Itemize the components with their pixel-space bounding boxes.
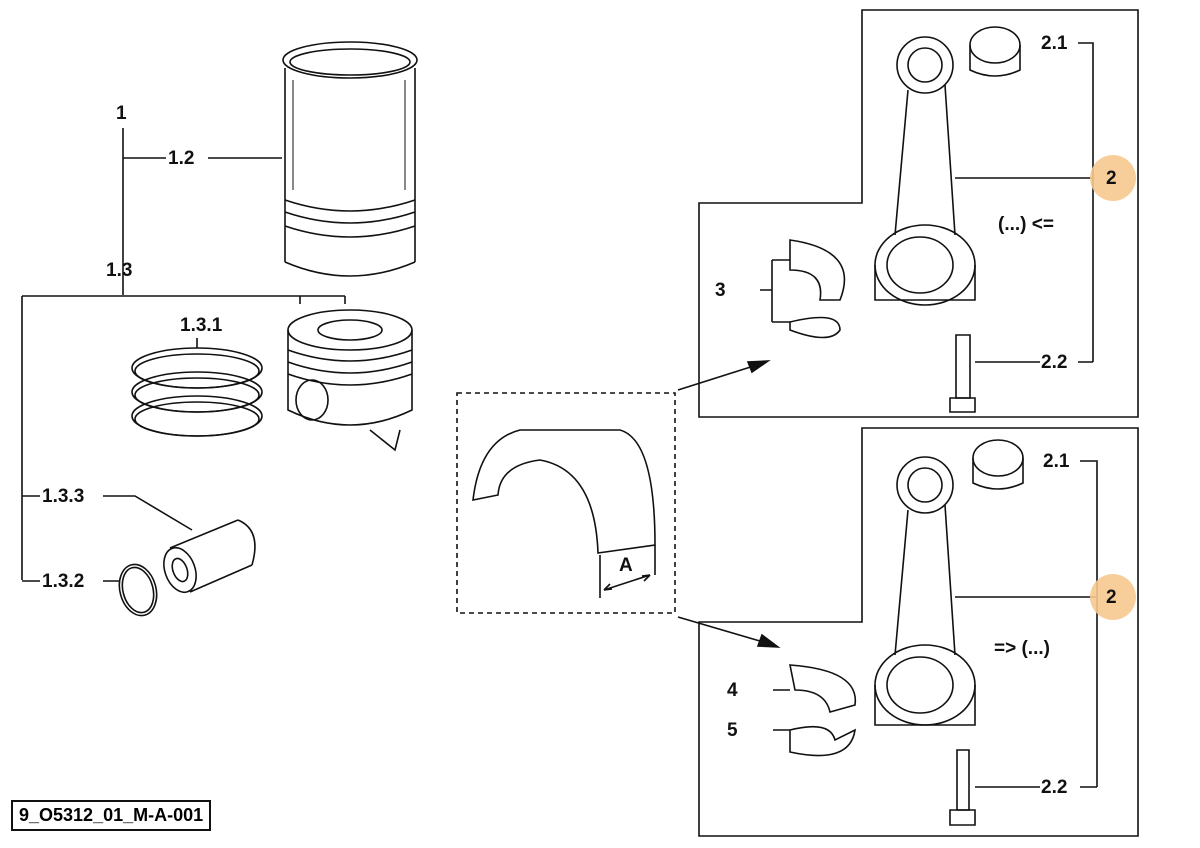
drawing-code: 9_O5312_01_M-A-001 xyxy=(11,800,212,831)
callout-highlight-top xyxy=(1090,155,1136,201)
label-circlip[interactable]: 1.3.2 xyxy=(42,571,85,592)
note-top: (...) <= xyxy=(998,214,1054,235)
callout-highlight-bottom xyxy=(1090,574,1136,620)
conrod-panel-top xyxy=(698,9,1139,418)
label-bearing-lower[interactable]: 5 xyxy=(727,720,738,741)
circlip xyxy=(118,563,158,617)
label-bushing-bottom[interactable]: 2.1 xyxy=(1043,451,1070,472)
label-bearing-upper[interactable]: 4 xyxy=(727,680,738,701)
cylinder-liner xyxy=(282,41,418,277)
label-piston-group[interactable]: 1.3 xyxy=(106,260,133,281)
label-bearing-top[interactable]: 3 xyxy=(715,280,726,301)
label-bolt-top[interactable]: 2.2 xyxy=(1041,352,1068,373)
label-cylinder-liner[interactable]: 1.2 xyxy=(168,148,195,169)
label-conrod-bottom[interactable]: 2 xyxy=(1106,587,1117,608)
label-dimension-a: A xyxy=(619,555,633,576)
label-piston-rings[interactable]: 1.3.1 xyxy=(180,315,223,336)
label-bolt-bottom[interactable]: 2.2 xyxy=(1041,777,1068,798)
label-bushing-top[interactable]: 2.1 xyxy=(1041,33,1068,54)
label-conrod-top[interactable]: 2 xyxy=(1106,168,1117,189)
leader-lines-left xyxy=(21,128,346,582)
arrows xyxy=(677,360,781,648)
bearing-detail xyxy=(456,392,676,614)
label-assembly[interactable]: 1 xyxy=(116,103,127,124)
label-piston-pin[interactable]: 1.3.3 xyxy=(42,486,85,507)
piston-rings xyxy=(131,347,263,437)
piston-pin xyxy=(163,519,256,594)
conrod-panel-bottom xyxy=(698,427,1139,837)
piston xyxy=(287,309,413,452)
note-bottom: => (...) xyxy=(994,638,1050,659)
